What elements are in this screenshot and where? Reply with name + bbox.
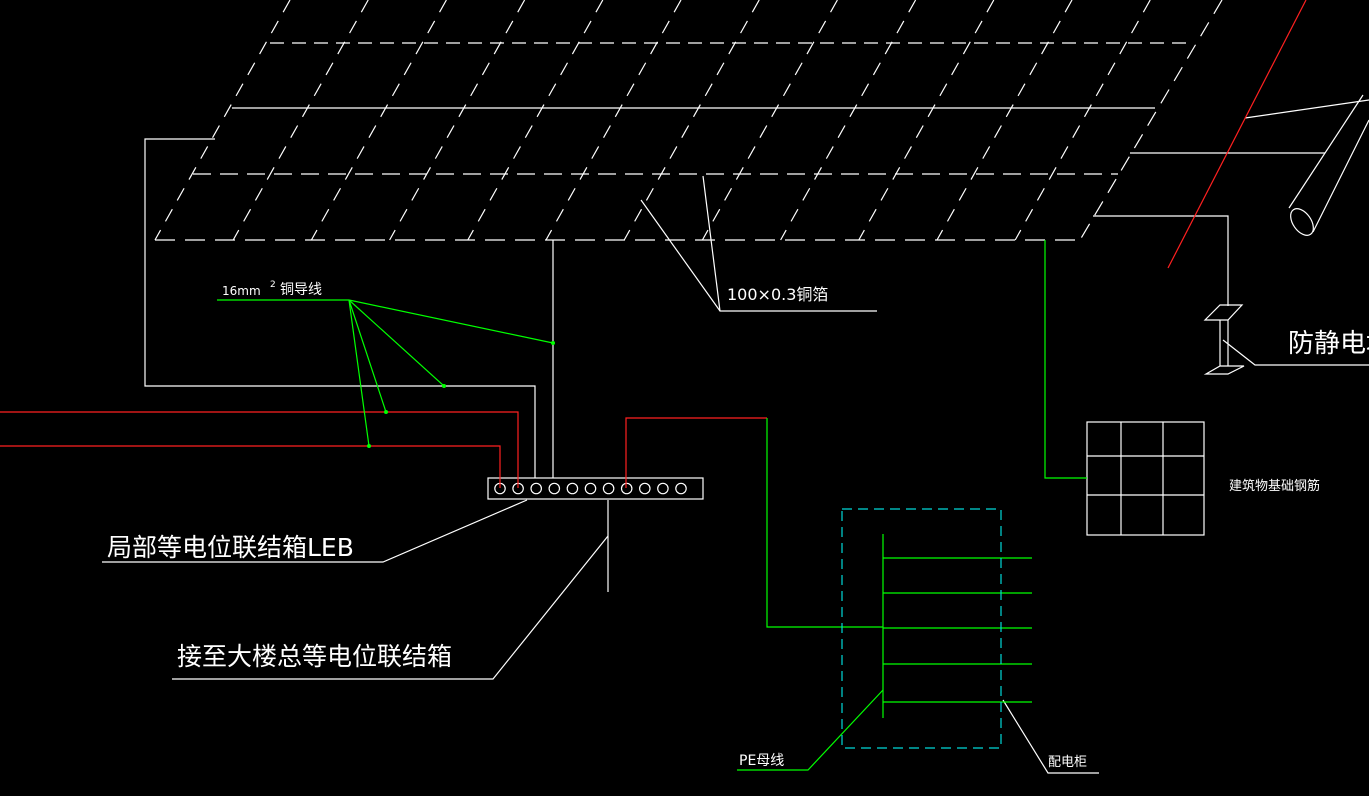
meb-leader-2: [172, 535, 609, 680]
red-diagonal-line: [1167, 0, 1307, 269]
wire-size-superscript: 2: [270, 280, 276, 290]
grid-strip-line: [310, 0, 447, 241]
wire-leader-1: [348, 299, 554, 344]
pe-bus-label: PE母线: [739, 753, 784, 769]
grid-strip-line: [545, 0, 682, 241]
grid-strip-line: [936, 0, 1073, 241]
copper-foil-grid: [154, 0, 1223, 241]
junction-dot: [442, 384, 446, 388]
junction-dot: [551, 341, 555, 345]
leb-label: 局部等电位联结箱LEB: [107, 533, 354, 562]
wire-type-label: 铜导线: [280, 282, 322, 298]
grid-strip-line: [780, 0, 917, 241]
red-conductor-3: [625, 417, 767, 488]
foundation-label: 建筑物基础钢筋: [1229, 478, 1320, 494]
green-junction-dots: [367, 341, 555, 448]
wire-leader-3: [348, 299, 387, 413]
leb-terminal: [620, 482, 633, 495]
grid-strip-line: [701, 0, 838, 241]
leb-terminal: [566, 482, 579, 495]
foundation-conductor: [1044, 240, 1087, 479]
wire-leader-4: [348, 299, 370, 447]
leb-terminal: [530, 482, 542, 495]
grid-strip-line: [1014, 0, 1151, 241]
leb-terminal: [548, 482, 561, 495]
floor-plate-label: 防静电地板: [1288, 329, 1369, 359]
pe-bus-leader: [737, 689, 884, 771]
leb-terminal: [638, 482, 651, 495]
grid-strip-line: [858, 0, 995, 241]
right-line-low: [1093, 215, 1229, 306]
tube-edge-top: [1288, 94, 1364, 209]
leb-leader: [102, 499, 528, 563]
grid-strip-line: [232, 0, 369, 241]
floor-plate-top: [1203, 304, 1244, 321]
tube-end: [1290, 208, 1314, 236]
right-line-top: [1244, 99, 1369, 119]
foundation-grid: [1086, 421, 1205, 536]
distribution-cabinet: [841, 508, 1002, 749]
meb-label: 接至大楼总等电位联结箱: [177, 642, 452, 671]
grid-strip-line: [154, 0, 291, 241]
leb-terminal: [602, 482, 615, 495]
grid-strip-line: [467, 0, 604, 241]
cabinet-leader: [1002, 699, 1099, 774]
floor-plate-base: [1203, 365, 1245, 375]
leb-box: [487, 477, 704, 500]
pe-conductor: [766, 418, 883, 628]
junction-dot: [367, 444, 371, 448]
leb-terminal: [657, 482, 669, 495]
leb-terminals: [494, 482, 687, 495]
leb-terminal: [584, 482, 597, 495]
tube-edge-bottom: [1312, 119, 1369, 233]
grid-strip-line: [389, 0, 526, 241]
red-conductor-2: [0, 445, 501, 488]
red-conductors: [0, 0, 1307, 488]
foil-label: 100×0.3铜箔: [727, 285, 828, 304]
grid-strip-line: [623, 0, 760, 241]
wire-size-label: 16mm: [222, 284, 261, 298]
green-conductors: [217, 240, 1087, 771]
left-bracket-line: [144, 138, 536, 478]
cabinet-label: 配电柜: [1048, 755, 1087, 770]
floor-plate-leader: [1222, 339, 1369, 366]
leb-terminal: [675, 482, 687, 495]
junction-dot: [384, 410, 388, 414]
wire-leader-2: [348, 299, 445, 387]
white-lines: [102, 94, 1369, 774]
foil-leader-2: [702, 175, 721, 312]
grid-edge-line: [1079, 0, 1223, 241]
red-conductor-1: [0, 411, 519, 488]
